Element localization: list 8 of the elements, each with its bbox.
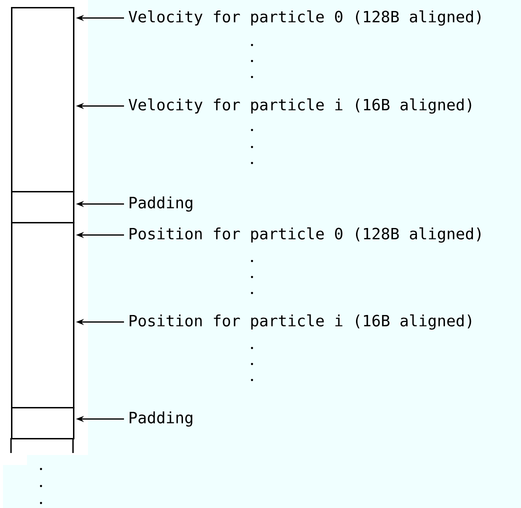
label-text: Padding: [130, 411, 192, 427]
memory-block: [11, 191, 74, 224]
label-text: Velocity for particle 0 (128B aligned): [128, 10, 480, 26]
label-text: Velocity for particle i (16B aligned): [128, 98, 472, 114]
memory-block: [11, 407, 74, 440]
label-text: Position for particle i (16B aligned): [130, 314, 472, 330]
label-text: Padding: [130, 196, 192, 212]
label-text: Position for particle 0 (128B aligned): [130, 227, 480, 243]
